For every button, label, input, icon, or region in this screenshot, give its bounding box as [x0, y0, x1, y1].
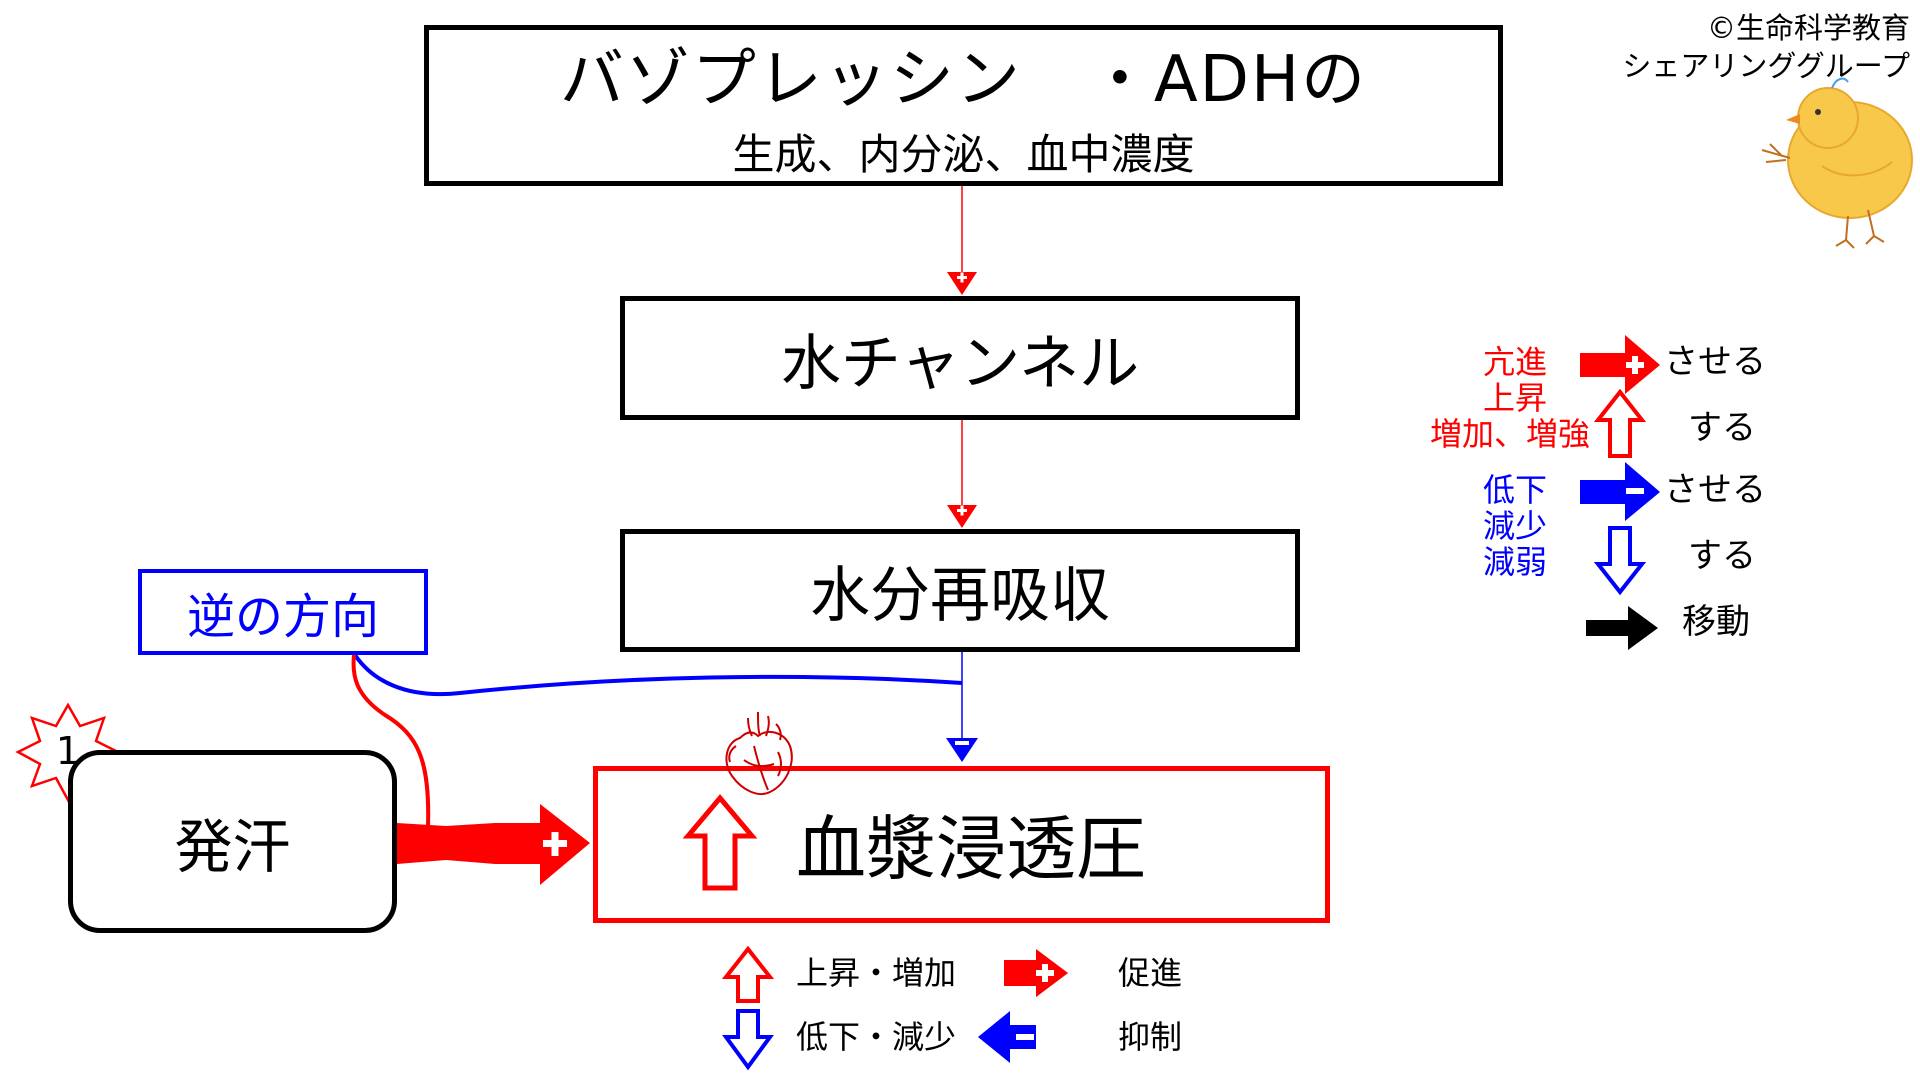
copyright-line2: シェアリンググループ [1622, 49, 1910, 83]
sweating-badge-number: 1 [55, 729, 81, 773]
legend-do-down: する [1688, 536, 1756, 576]
legend-blue-term-2: 減少 [1482, 507, 1547, 545]
legend-promote: 促進 [1118, 954, 1183, 992]
vasopressin-subtitle: 生成、内分泌、血中濃度 [732, 130, 1195, 179]
legend-red-term-2: 上昇 [1482, 379, 1547, 417]
bottom-up-arrow-icon [721, 945, 775, 1003]
plasma-osmolality-box: 血漿浸透圧 [593, 766, 1330, 923]
vasopressin-title: バゾプレッシン ・ADHの [559, 43, 1368, 117]
copyright-line1: ©生命科学教育 [1706, 11, 1910, 45]
plasma-osmolality-label: 血漿浸透圧 [796, 808, 1146, 890]
bottom-promote-arrow-icon [1004, 949, 1068, 997]
legend-suppress-arrow-icon [1580, 462, 1660, 521]
legend-red-term-3: 増加、増強 [1429, 415, 1590, 453]
plasma-rise-arrow-icon [682, 794, 758, 891]
reverse-direction-label: 逆の方向 [186, 589, 379, 645]
chick-icon [1761, 77, 1913, 249]
sweating-label: 発汗 [174, 812, 291, 881]
feedback-curve-red [351, 654, 431, 828]
legend-make-suppress: させる [1664, 470, 1766, 510]
legend-make-promote: させる [1664, 342, 1766, 382]
legend-do-up: する [1688, 408, 1756, 448]
legend-right-icons [1580, 335, 1660, 650]
heart-icon [725, 711, 793, 795]
legend-move: 移動 [1682, 602, 1750, 642]
bottom-suppress-arrow-icon [978, 1011, 1036, 1063]
promote-marker-1 [947, 272, 977, 295]
promote-marker-2 [947, 505, 977, 528]
vasopressin-box: バゾプレッシン ・ADHの 生成、内分泌、血中濃度 [424, 25, 1503, 186]
bottom-down-arrow-icon [722, 1009, 774, 1071]
water-reabsorption-box: 水分再吸収 [620, 529, 1300, 652]
sweating-to-plasma-arrow [397, 804, 590, 885]
legend-up-arrow-icon [1593, 388, 1647, 458]
legend-down-arrow-icon [1593, 526, 1647, 596]
legend-promote-arrow-icon [1580, 335, 1660, 394]
legend-blue-term-3: 減弱 [1482, 543, 1547, 581]
water-channel-label: 水チャンネル [780, 328, 1140, 399]
legend-rise-increase: 上昇・増加 [796, 954, 957, 992]
legend-move-arrow-icon [1586, 606, 1658, 650]
feedback-curve-blue [353, 653, 963, 697]
legend-fall-decrease: 低下・減少 [796, 1018, 957, 1056]
suppress-marker [946, 738, 978, 762]
water-reabsorption-label: 水分再吸収 [810, 561, 1110, 631]
water-channel-box: 水チャンネル [620, 296, 1300, 420]
sweating-box: 発汗 [68, 750, 397, 933]
legend-bottom-icons [721, 945, 1068, 1071]
legend-suppress: 抑制 [1118, 1018, 1183, 1056]
legend-blue-term-1: 低下 [1482, 471, 1547, 509]
reverse-direction-box: 逆の方向 [138, 569, 428, 655]
legend-red-term-1: 亢進 [1482, 343, 1547, 381]
